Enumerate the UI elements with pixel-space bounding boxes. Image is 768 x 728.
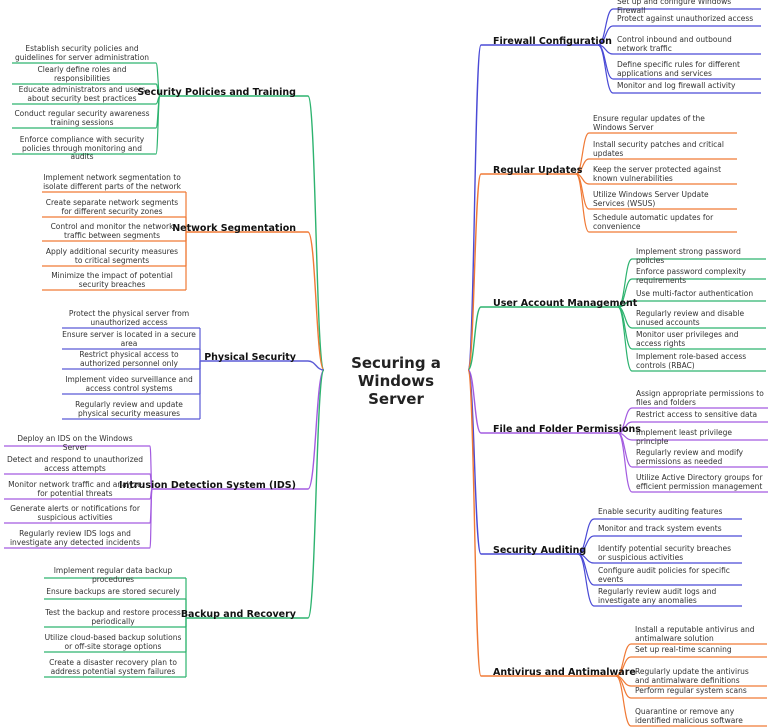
branch-label: Network Segmentation (172, 223, 296, 234)
leaf-item: Generate alerts or notifications for sus… (10, 504, 140, 522)
branch-label: User Account Management (493, 298, 638, 309)
branch-label: Backup and Recovery (180, 609, 296, 620)
trunk-connector (307, 360, 325, 371)
leaf-item: Restrict access to sensitive data (636, 410, 758, 419)
leaf-item: Ensure server is located in a secure are… (62, 330, 196, 348)
leaf-connector (617, 306, 633, 372)
leaf-item: Regularly review audit logs and investig… (598, 587, 717, 605)
leaf-item: Ensure regular updates of the Windows Se… (593, 114, 705, 132)
leaf-item: Use multi-factor authentication (636, 289, 754, 298)
leaf-item: Control inbound and outbound network tra… (617, 35, 732, 53)
trunk-connector (307, 369, 325, 619)
leaf-item: Implement least privilege principle (636, 428, 733, 446)
leaf-connector (615, 675, 632, 727)
leaf-item: Monitor and log firewall activity (617, 81, 736, 90)
leaf-item: Enforce compliance with security policie… (19, 135, 145, 161)
leaf-item: Enforce password complexity requirements (636, 267, 746, 285)
central-topic-line-1: Securing a (351, 354, 441, 372)
trunk-connector (467, 306, 482, 371)
leaf-item: Minimize the impact of potential securit… (51, 271, 173, 289)
leaf-item: Monitor user privileges and access right… (636, 330, 739, 348)
leaf-item: Implement network segmentation to isolat… (43, 173, 181, 191)
leaf-item: Apply additional security measures to cr… (45, 247, 179, 265)
leaf-item: Control and monitor the network traffic … (50, 222, 174, 240)
leaf-item: Regularly update the antivirus and antim… (635, 667, 749, 685)
leaf-item: Implement video surveillance and access … (65, 375, 193, 393)
leaf-item: Implement regular data backup procedures (53, 566, 173, 584)
branch-label: File and Folder Permissions (493, 424, 641, 435)
leaf-connector (617, 278, 633, 308)
leaf-connector (149, 488, 153, 549)
leaf-item: Implement strong password policies (636, 247, 741, 265)
leaf-item: Restrict physical access to authorized p… (79, 350, 179, 368)
leaf-connector (615, 656, 632, 677)
leaf-item: Enable security auditing features (598, 507, 723, 516)
leaf-item: Educate administrators and users about s… (18, 85, 146, 103)
trunk-connector (307, 231, 325, 371)
leaf-item: Monitor and track system events (598, 524, 722, 533)
leaf-item: Protect against unauthorized access (617, 14, 754, 23)
leaf-connector (575, 132, 590, 175)
trunk-connector (467, 369, 482, 677)
leaf-item: Configure audit policies for specific ev… (598, 566, 730, 584)
leaf-item: Create a disaster recovery plan to addre… (49, 658, 177, 676)
leaf-item: Perform regular system scans (635, 686, 747, 695)
leaf-item: Keep the server protected against known … (593, 165, 722, 183)
leaf-item: Detect and respond to unauthorized acces… (6, 455, 144, 473)
branch-label: Intrusion Detection System (IDS) (119, 480, 296, 491)
leaf-item: Identify potential security breaches or … (598, 544, 732, 562)
leaf-item: Set up and configure Windows Firewall (617, 0, 732, 15)
trunk-connector (307, 369, 325, 490)
leaf-item: Install a reputable antivirus and antima… (635, 625, 755, 643)
branch-label: Firewall Configuration (493, 36, 612, 47)
leaf-connector (575, 173, 590, 233)
trunk-connector (467, 173, 482, 371)
leaf-item: Regularly review and update physical sec… (75, 400, 183, 418)
branch-label: Security Policies and Training (137, 87, 296, 98)
leaf-item: Utilize Active Directory groups for effi… (636, 473, 763, 491)
leaf-item: Utilize cloud-based backup solutions or … (44, 633, 182, 651)
leaf-connector (577, 535, 595, 555)
central-topic: Securing a Windows Server (328, 354, 464, 408)
leaf-item: Quarantine or remove any identified mali… (635, 707, 743, 725)
trunk-connector (307, 95, 325, 371)
leaf-connector (577, 553, 595, 607)
branch-label: Antivirus and Antimalware (493, 667, 636, 678)
leaf-item: Assign appropriate permissions to files … (636, 389, 764, 407)
leaf-connector (575, 158, 590, 175)
leaf-item: Create separate network segments for dif… (45, 198, 179, 216)
leaf-item: Install security patches and critical up… (593, 140, 724, 158)
leaf-connector (155, 95, 161, 155)
leaf-item: Define specific rules for different appl… (617, 60, 740, 78)
leaf-item: Regularly review and disable unused acco… (636, 309, 745, 327)
leaf-item: Protect the physical server from unautho… (68, 309, 190, 327)
branch-label: Security Auditing (493, 545, 587, 556)
leaf-item: Establish security policies and guidelin… (14, 44, 150, 62)
leaf-connector (617, 432, 633, 493)
leaf-item: Test the backup and restore process peri… (45, 608, 181, 626)
trunk-connector (467, 369, 482, 434)
leaf-item: Set up real-time scanning (635, 645, 732, 654)
leaf-item: Clearly define roles and responsibilitie… (37, 65, 127, 83)
leaf-item: Conduct regular security awareness train… (14, 109, 150, 127)
leaf-item: Regularly review and modify permissions … (636, 448, 744, 466)
leaf-item: Schedule automatic updates for convenien… (593, 213, 714, 231)
leaf-item: Implement role-based access controls (RB… (636, 352, 747, 370)
branch-label: Regular Updates (493, 165, 583, 176)
leaf-item: Utilize Windows Server Update Services (… (593, 190, 709, 208)
leaf-connector (597, 25, 614, 46)
leaf-item: Ensure backups are stored securely (46, 587, 180, 596)
leaf-item: Deploy an IDS on the Windows Server (17, 434, 133, 452)
leaf-connector (597, 44, 614, 94)
central-topic-line-2: Windows Server (357, 372, 435, 408)
branch-label: Physical Security (204, 352, 296, 363)
trunk-connector (467, 44, 482, 371)
leaf-item: Monitor network traffic and analyze for … (8, 480, 142, 498)
leaf-item: Regularly review IDS logs and investigat… (9, 529, 141, 547)
